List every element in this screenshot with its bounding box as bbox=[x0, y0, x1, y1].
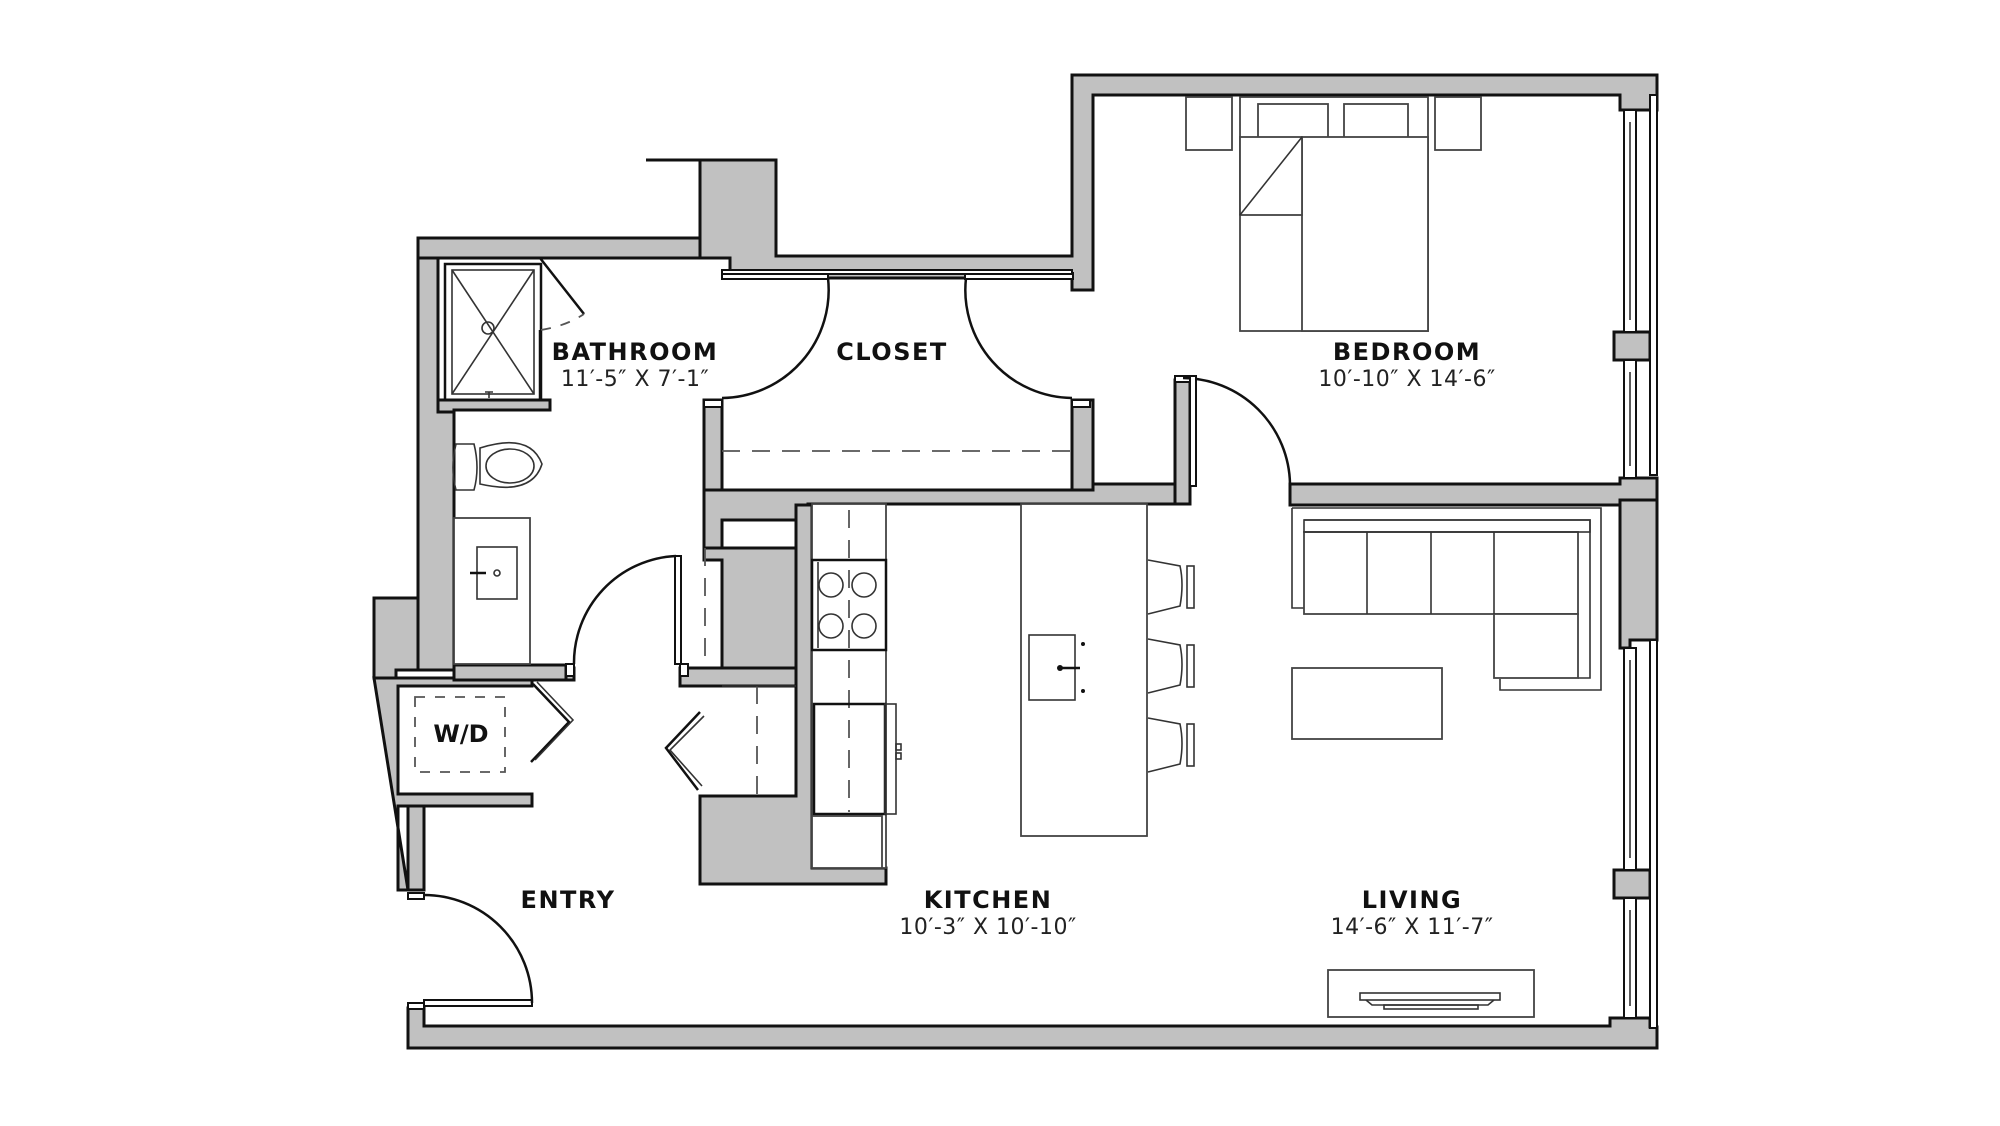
bathroom-vanity bbox=[453, 517, 531, 665]
closet-name: CLOSET bbox=[836, 338, 948, 366]
left-exterior-wall-lower bbox=[372, 596, 420, 680]
kitchen-dimensions: 10′-3″ X 10′-10″ bbox=[899, 915, 1077, 940]
tv-console bbox=[1327, 969, 1535, 1018]
right-exterior-wall bbox=[1618, 498, 1659, 650]
bedroom-label: BEDROOM 10′-10″ X 14′-6″ bbox=[1318, 338, 1495, 394]
kitchen-name: KITCHEN bbox=[923, 886, 1053, 914]
hall-wall bbox=[688, 546, 798, 678]
cooktop bbox=[810, 558, 888, 652]
windows-right bbox=[1623, 94, 1658, 1029]
laundry-bifold-door bbox=[530, 681, 575, 763]
entry-name: ENTRY bbox=[520, 886, 616, 914]
bathroom-left-wall bbox=[416, 256, 456, 672]
bathroom-label: BATHROOM 11′-5″ X 7′-1″ bbox=[552, 338, 719, 394]
living-label: LIVING 14′-6″ X 11′-7″ bbox=[1331, 886, 1494, 942]
kitchen-counter bbox=[811, 503, 887, 869]
nightstand-left bbox=[1185, 96, 1233, 151]
washer-dryer-label: W/D bbox=[433, 720, 488, 748]
right-pier-2 bbox=[1612, 868, 1652, 900]
kitchen-island bbox=[1020, 503, 1148, 837]
bedroom-door bbox=[1174, 375, 1292, 487]
living-name: LIVING bbox=[1361, 886, 1463, 914]
hall-lower-wall bbox=[678, 666, 798, 688]
entry-label: ENTRY bbox=[521, 886, 616, 914]
shower-ledge bbox=[436, 398, 552, 414]
living-dimensions: 14′-6″ X 11′-7″ bbox=[1330, 915, 1494, 940]
bedroom-name: BEDROOM bbox=[1332, 338, 1482, 366]
closet-label: CLOSET bbox=[836, 338, 948, 366]
bathroom-name: BATHROOM bbox=[551, 338, 719, 366]
shower-door bbox=[538, 257, 585, 400]
coffee-table bbox=[1291, 667, 1443, 740]
entry-left-wall bbox=[406, 804, 426, 892]
right-pier-1 bbox=[1612, 330, 1652, 362]
bedroom-dimensions: 10′-10″ X 14′-6″ bbox=[1318, 367, 1496, 392]
closet-doors bbox=[703, 269, 1091, 408]
washer-dryer bbox=[414, 696, 506, 773]
sectional-sofa bbox=[1291, 507, 1602, 691]
bar-stools bbox=[1147, 559, 1195, 773]
bedroom-living-wall bbox=[1173, 378, 1192, 506]
closet-right-wall bbox=[1070, 398, 1095, 492]
washer-dryer-text: W/D bbox=[433, 720, 489, 748]
entry-door bbox=[407, 892, 534, 1010]
bathroom-dimensions: 11′-5″ X 7′-1″ bbox=[560, 367, 710, 392]
bathroom-door bbox=[565, 554, 689, 677]
nightstand-right bbox=[1434, 96, 1482, 151]
bedroom-bottom-wall bbox=[1288, 476, 1659, 507]
shower bbox=[443, 262, 543, 402]
hall-closet-bifold-door bbox=[664, 711, 705, 791]
toilet bbox=[452, 441, 543, 491]
bed bbox=[1239, 96, 1429, 332]
refrigerator bbox=[811, 702, 902, 869]
chase-wall bbox=[646, 73, 1659, 292]
hall-closet bbox=[704, 548, 796, 796]
bathroom-bottom-wall bbox=[452, 663, 568, 682]
kitchen-label: KITCHEN 10′-3″ X 10′-10″ bbox=[899, 886, 1076, 942]
laundry-wall bbox=[372, 666, 576, 892]
